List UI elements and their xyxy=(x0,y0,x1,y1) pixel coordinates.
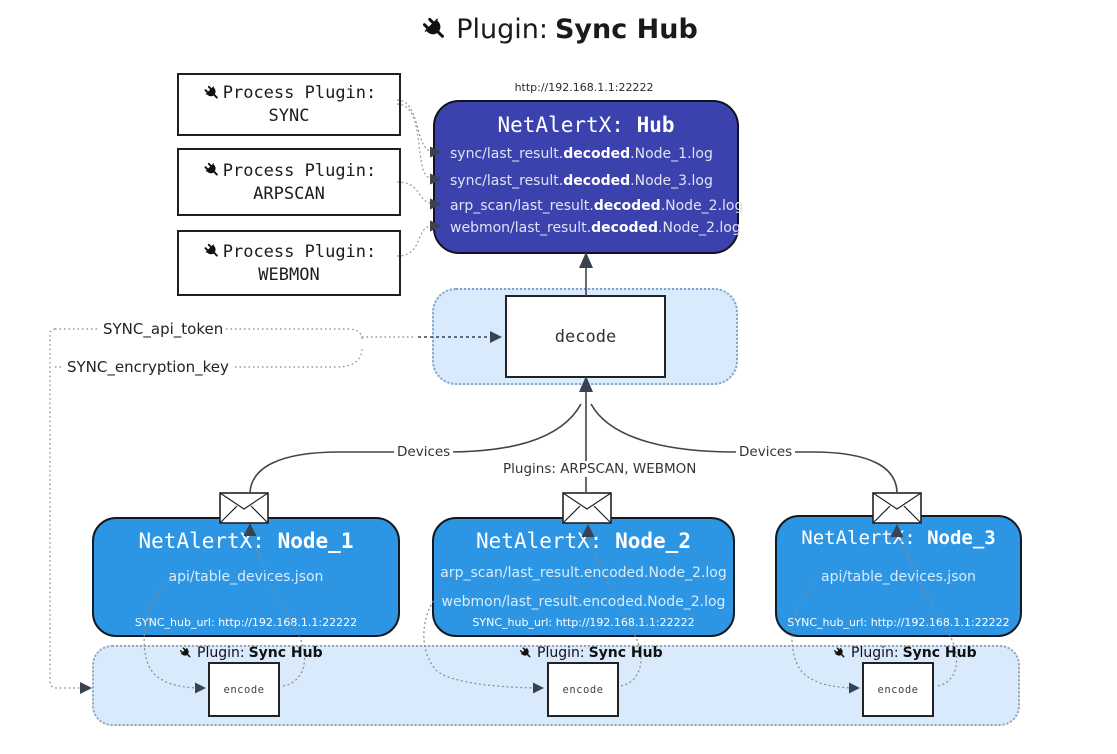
node-2-box: NetAlertX: Node_2 arp_scan/last_result.e… xyxy=(432,517,735,637)
process-plugin-box-webmon: Process Plugin: WEBMON xyxy=(177,230,401,296)
envelope-icon xyxy=(562,492,612,524)
config-api-token-label: SYNC_api_token xyxy=(100,320,227,338)
node-file: webmon/last_result.encoded.Node_2.log xyxy=(441,594,726,610)
devices-left-curve-b xyxy=(445,403,582,453)
devices-left-label: Devices xyxy=(394,444,454,460)
plug-icon xyxy=(179,646,191,657)
hub-title-name: Hub xyxy=(636,113,675,137)
page-title: Plugin: Sync Hub xyxy=(0,14,1117,45)
node-hub-url: SYNC_hub_url: http://192.168.1.1:22222 xyxy=(472,616,695,629)
config-encryption-key-label: SYNC_encryption_key xyxy=(64,358,232,376)
process-plugin-label: Process Plugin: xyxy=(222,160,377,181)
decode-box: decode xyxy=(505,295,666,378)
band-plugin-label: Plugin: Sync Hub xyxy=(178,645,323,661)
devices-right-curve-b xyxy=(590,403,737,453)
process-plugin-name: WEBMON xyxy=(258,264,320,285)
node-hub-url: SYNC_hub_url: http://192.168.1.1:22222 xyxy=(787,616,1010,629)
devices-left-curve-a xyxy=(249,451,396,493)
band-plugin-label: Plugin: Sync Hub xyxy=(832,645,977,661)
arrowhead-config-into-band xyxy=(80,682,92,694)
node-file: arp_scan/last_result.encoded.Node_2.log xyxy=(440,565,727,581)
encode-box-1: encode xyxy=(208,662,280,717)
hub-url-label: http://192.168.1.1:22222 xyxy=(514,81,654,94)
process-plugin-label: Process Plugin: xyxy=(222,83,377,103)
arrowhead-into-hub xyxy=(579,252,593,268)
process-plugin-label: Process Plugin: xyxy=(222,241,377,262)
envelope-icon xyxy=(219,492,269,524)
envelope-icon xyxy=(872,492,922,524)
hub-log-line: arp_scan/last_result.decoded.Node_2.log xyxy=(450,198,744,214)
process-plugin-name: SYNC xyxy=(268,106,310,126)
devices-right-curve-a xyxy=(790,451,898,493)
plug-icon xyxy=(204,243,218,257)
node-file: api/table_devices.json xyxy=(821,569,976,585)
hub-log-line: sync/last_result.decoded.Node_1.log xyxy=(450,146,713,162)
node-file: api/table_devices.json xyxy=(168,569,324,585)
hub-log-line: webmon/last_result.decoded.Node_2.log xyxy=(450,220,741,236)
encode-box-2: encode xyxy=(547,662,619,717)
devices-right-label: Devices xyxy=(736,444,796,460)
plug-icon xyxy=(423,17,445,38)
node-hub-url: SYNC_hub_url: http://192.168.1.1:22222 xyxy=(134,616,358,629)
hub-box: NetAlertX: Hub sync/last_result.decoded.… xyxy=(433,100,743,254)
plug-icon xyxy=(833,646,845,657)
node-3-box: NetAlertX: Node_3 api/table_devices.json… xyxy=(775,515,1022,637)
hub-title: NetAlertX: Hub xyxy=(435,113,737,137)
page-title-name: Sync Hub xyxy=(554,14,698,45)
plug-icon xyxy=(204,162,218,176)
plugins-mid-label: Plugins: ARPSCAN, WEBMON xyxy=(500,461,700,477)
process-plugin-box-sync: Process Plugin: SYNC xyxy=(177,73,401,136)
page-title-prefix: Plugin: xyxy=(456,14,548,45)
hub-title-prefix: NetAlertX: xyxy=(497,113,624,137)
plug-icon xyxy=(204,85,218,98)
band-plugin-label: Plugin: Sync Hub xyxy=(518,645,663,661)
plug-icon xyxy=(519,646,531,657)
hub-log-line: sync/last_result.decoded.Node_3.log xyxy=(450,173,713,189)
node-title: NetAlertX: Node_3 xyxy=(801,527,996,549)
process-plugin-name: ARPSCAN xyxy=(253,183,325,204)
process-plugin-links xyxy=(396,99,431,257)
encode-box-3: encode xyxy=(862,662,934,717)
process-plugin-box-arpscan: Process Plugin: ARPSCAN xyxy=(177,148,401,216)
node-title: NetAlertX: Node_1 xyxy=(138,529,354,553)
node-title: NetAlertX: Node_2 xyxy=(476,529,691,553)
node-1-box: NetAlertX: Node_1 api/table_devices.json… xyxy=(92,517,400,637)
